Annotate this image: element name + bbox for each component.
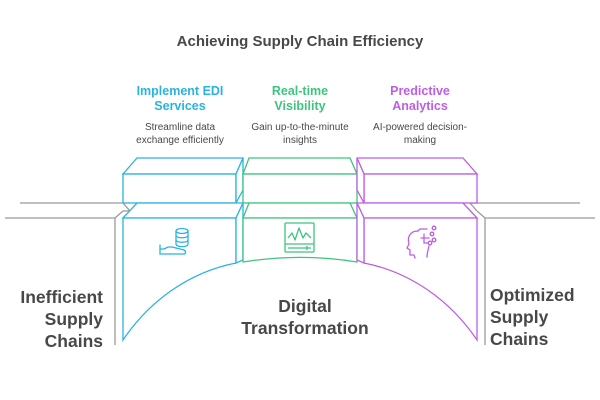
diagram-title: Achieving Supply Chain Efficiency — [176, 33, 424, 50]
visibility-lower-lid — [242, 202, 359, 219]
analytics-lower-face — [363, 217, 478, 343]
heading-line: Services — [154, 99, 206, 113]
heading-line: Analytics — [392, 99, 448, 113]
label-line: Supply — [490, 307, 549, 327]
label-line: Digital — [278, 296, 332, 316]
visibility-top-box-face — [242, 173, 358, 204]
column-description-visibility: Gain up-to-the-minute insights — [235, 121, 365, 147]
analytics-lower-lid — [355, 202, 479, 219]
description-line: exchange efficiently — [136, 135, 224, 146]
monitor-waveform-icon — [284, 222, 315, 253]
left-cliff — [5, 202, 131, 345]
edi-top-box-face — [122, 173, 237, 204]
visibility-block — [242, 157, 359, 263]
analytics-top-box-lid — [356, 157, 479, 175]
label-line: Chains — [490, 329, 549, 349]
heading-line: Predictive — [390, 84, 450, 98]
description-line: making — [403, 135, 437, 146]
edi-top-box-lid — [121, 157, 244, 175]
ai-head-circuit-icon — [406, 225, 437, 259]
analytics-block — [355, 157, 479, 343]
start-state-label: Inefficient Supply Chains — [0, 286, 103, 352]
label-line: Inefficient — [20, 287, 103, 307]
label-line: Transformation — [241, 318, 369, 338]
column-heading-visibility: Real-time Visibility — [235, 84, 365, 114]
edi-lower-lid — [121, 202, 245, 219]
column-heading-edi: Implement EDI Services — [115, 84, 245, 114]
end-state-label: Optimized Supply Chains — [490, 284, 600, 350]
column-description-analytics: AI-powered decision- making — [355, 121, 485, 147]
analytics-top-box-face — [363, 173, 478, 204]
label-line: Supply — [44, 309, 103, 329]
visibility-top-box-lid — [242, 157, 358, 175]
transformation-label: Digital Transformation — [220, 295, 390, 339]
description-line: insights — [283, 135, 317, 146]
description-line: AI-powered decision- — [373, 122, 467, 133]
visibility-lower-face — [242, 217, 358, 263]
edi-block — [121, 157, 245, 343]
description-line: Streamline data — [144, 122, 216, 133]
heading-line: Visibility — [274, 99, 326, 113]
heading-line: Real-time — [271, 84, 329, 98]
description-line: Gain up-to-the-minute — [251, 122, 349, 133]
column-description-edi: Streamline data exchange efficiently — [115, 121, 245, 147]
label-line: Optimized — [490, 285, 575, 305]
database-hand-icon — [159, 227, 189, 255]
heading-line: Implement EDI — [136, 84, 224, 98]
label-line: Chains — [44, 331, 103, 351]
column-heading-analytics: Predictive Analytics — [355, 84, 485, 114]
analytics-lower-side — [356, 202, 365, 264]
